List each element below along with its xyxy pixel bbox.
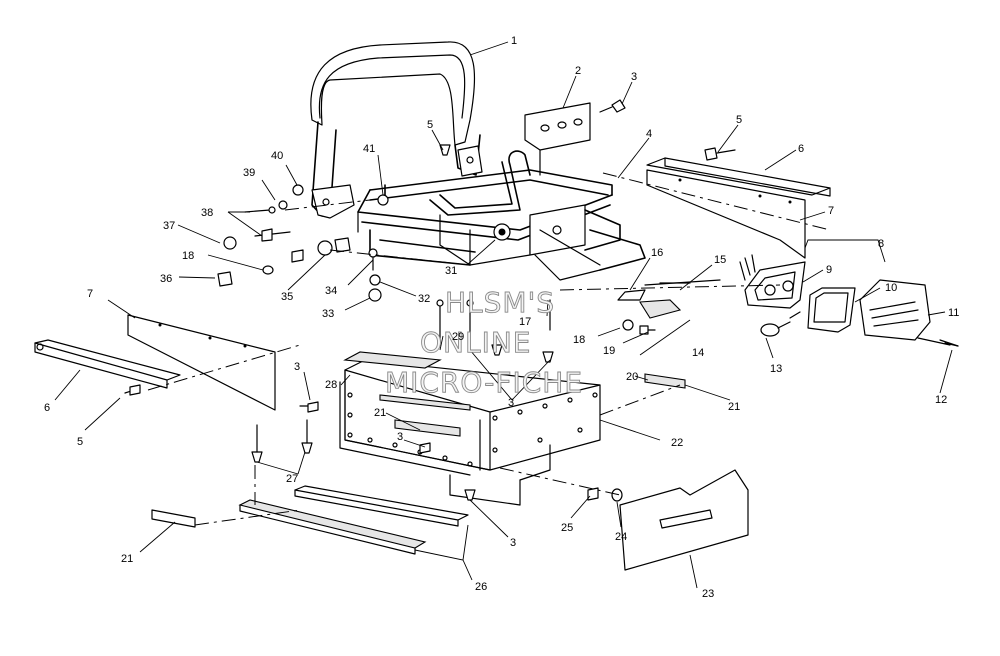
callout-23: 23	[702, 588, 714, 600]
callout-14: 14	[692, 347, 704, 359]
callout-35: 35	[281, 291, 293, 303]
callout-11: 11	[948, 307, 959, 319]
leader-lines	[54, 41, 953, 589]
backrest	[310, 41, 483, 219]
callout-3: 3	[508, 397, 514, 409]
callout-10: 10	[885, 282, 897, 294]
callout-5: 5	[77, 436, 83, 448]
callout-27: 27	[286, 473, 298, 485]
callout-1: 1	[511, 35, 517, 47]
callout-37: 37	[163, 220, 175, 232]
callout-7: 7	[828, 205, 834, 217]
callout-4: 4	[646, 128, 652, 140]
callout-labels: 1 2 3 4 5 5 6 7 8 9 10 11 12 13 14 15 16…	[44, 35, 959, 600]
left-bracket-assembly	[34, 314, 276, 411]
callout-25: 25	[561, 522, 573, 534]
callout-40: 40	[271, 150, 283, 162]
runners	[238, 485, 469, 555]
callout-8: 8	[878, 238, 884, 250]
callout-21: 21	[374, 407, 386, 419]
callout-3: 3	[631, 71, 637, 83]
callout-3: 3	[510, 537, 516, 549]
watermark-line-3: MICRO-FICHE	[385, 366, 583, 399]
callout-7: 7	[87, 288, 93, 300]
callout-15: 15	[714, 254, 726, 266]
callout-26: 26	[475, 581, 487, 593]
callout-39: 39	[243, 167, 255, 179]
callout-9: 9	[826, 264, 832, 276]
callout-19: 19	[603, 345, 615, 357]
callout-38: 38	[201, 207, 213, 219]
callout-28: 28	[325, 379, 337, 391]
tail-light-assembly	[617, 254, 959, 347]
callout-13: 13	[770, 363, 782, 375]
watermark: HLSM'S ONLINE MICRO-FICHE	[385, 286, 583, 400]
callout-6: 6	[44, 402, 50, 414]
callout-17: 17	[519, 316, 531, 328]
hardware	[124, 99, 959, 502]
callout-33: 33	[322, 308, 334, 320]
rack-frame	[357, 150, 646, 281]
callout-3: 3	[294, 361, 300, 373]
centerlines	[147, 172, 831, 526]
callout-32: 32	[418, 293, 430, 305]
callout-20: 20	[626, 371, 638, 383]
callout-6: 6	[798, 143, 804, 155]
callout-12: 12	[935, 394, 947, 406]
storage-box	[339, 351, 601, 506]
callout-36: 36	[160, 273, 172, 285]
callout-21: 21	[121, 553, 133, 565]
callout-5: 5	[736, 114, 742, 126]
callout-34: 34	[325, 285, 337, 297]
watermark-line-1: HLSM'S	[445, 286, 555, 319]
callout-2: 2	[575, 65, 581, 77]
callout-41: 41	[363, 143, 375, 155]
callout-22: 22	[671, 437, 683, 449]
callout-29: 29	[452, 331, 464, 343]
callout-18: 18	[182, 250, 194, 262]
callout-24: 24	[615, 531, 627, 543]
pads	[151, 373, 686, 528]
bracket	[524, 102, 591, 176]
right-bracket-assembly	[646, 157, 831, 259]
callout-5: 5	[427, 119, 433, 131]
watermark-line-2: ONLINE	[420, 326, 531, 359]
callout-31: 31	[445, 265, 457, 277]
callout-16: 16	[651, 247, 663, 259]
mud-flap	[619, 469, 749, 571]
callout-18: 18	[573, 334, 585, 346]
callout-21: 21	[728, 401, 740, 413]
callout-3: 3	[397, 431, 403, 443]
